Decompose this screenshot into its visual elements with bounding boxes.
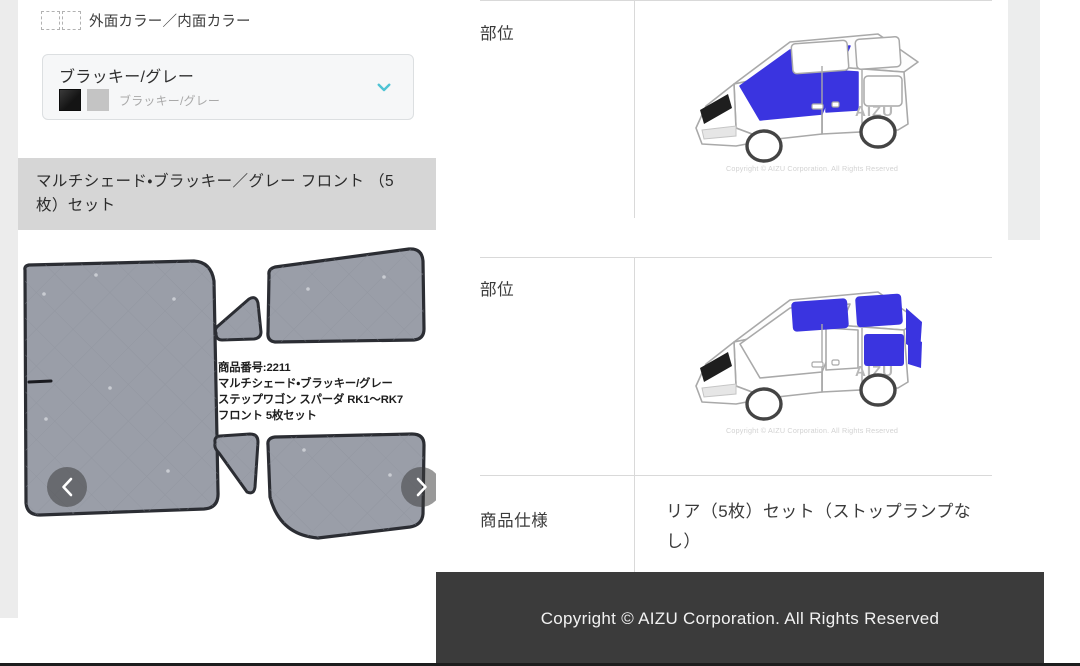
illustration-watermark: Copyright © AIZU Corporation. All Rights… — [726, 426, 899, 435]
spec-row-label: 部位 — [480, 25, 515, 43]
footer-right-fill — [1044, 572, 1080, 666]
table-row: 部位 — [456, 218, 1002, 475]
spec-table: 部位 — [456, 0, 1002, 572]
right-side-strip — [1008, 0, 1040, 240]
color-select-title: ブラッキー/グレー — [59, 69, 195, 86]
chevron-down-icon[interactable] — [375, 78, 393, 96]
product-title-band: マルチシェード・ブラッキー／グレー フロント （5枚）セット — [18, 158, 436, 230]
spec-row-illustration: AIZU Copyright © AIZU Corporation. All R… — [634, 218, 1002, 475]
table-row: 部位 — [456, 0, 1002, 218]
spec-row-illustration: AIZU Copyright © AIZU Corporation. All R… — [634, 0, 1002, 218]
caption-line-4: フロント 5枚セット — [218, 410, 317, 423]
spec-row-value: リア（5枚）セット（ストップランプなし） — [666, 502, 972, 551]
left-column: 外面カラー／内面カラー ブラッキー/グレー ブラッキー/グレー マルチシェード・… — [18, 0, 436, 666]
caption-line-3: ステップワゴン スパーダ RK1〜RK7 — [218, 394, 404, 407]
chevron-left-icon — [61, 477, 72, 497]
caption-line-1: 商品番号:2211 — [218, 362, 291, 374]
outer-color-swatch-placeholder-icon — [41, 11, 60, 30]
outer-color-swatch — [59, 89, 81, 111]
footer-copyright-text: Copyright © AIZU Corporation. All Rights… — [540, 609, 940, 628]
product-image-carousel[interactable]: 商品番号:2211 マルチシェード・ブラッキー/グレー ステップワゴン スパーダ… — [18, 237, 436, 549]
van-rear-shade-diagram: AIZU — [695, 291, 922, 421]
table-row: 商品仕様 リア（5枚）セット（ストップランプなし） — [456, 475, 1002, 572]
color-select-dropdown[interactable]: ブラッキー/グレー ブラッキー/グレー — [42, 54, 414, 120]
color-select-swatch-row: ブラッキー/グレー — [59, 89, 220, 111]
caption-line-2: マルチシェード・ブラッキー/グレー — [218, 378, 393, 391]
spec-row-label: 部位 — [480, 281, 515, 299]
carousel-prev-button[interactable] — [47, 467, 87, 507]
color-select-subtitle: ブラッキー/グレー — [119, 93, 221, 108]
illustration-watermark: Copyright © AIZU Corporation. All Rights… — [726, 164, 899, 173]
chevron-right-icon — [416, 477, 427, 497]
shade-panels-illustration — [23, 247, 426, 540]
carousel-next-button[interactable] — [401, 467, 436, 507]
product-title-text: マルチシェード・ブラッキー／グレー フロント （5枚）セット — [36, 172, 395, 214]
page-footer: Copyright © AIZU Corporation. All Rights… — [436, 572, 1044, 666]
color-label-row: 外面カラー／内面カラー — [41, 10, 251, 31]
van-front-shade-diagram: AIZU — [695, 33, 919, 163]
inner-color-swatch-placeholder-icon — [62, 11, 81, 30]
right-column: 部位 — [456, 0, 1008, 572]
spec-row-label: 商品仕様 — [480, 512, 549, 530]
product-caption: 商品番号:2211 マルチシェード・ブラッキー/グレー ステップワゴン スパーダ… — [218, 360, 403, 424]
svg-text:AIZU: AIZU — [855, 103, 894, 120]
left-gutter-strip — [0, 0, 18, 618]
bottom-edge-bar — [0, 663, 1080, 666]
color-label-text: 外面カラー／内面カラー — [89, 14, 251, 30]
inner-color-swatch — [87, 89, 109, 111]
